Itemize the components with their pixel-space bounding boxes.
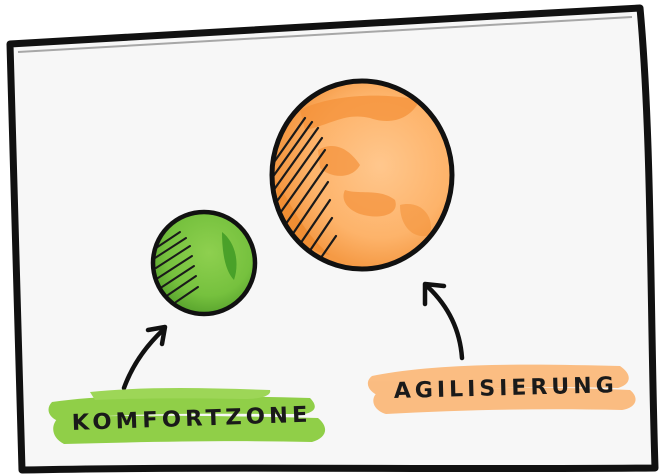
agilisierung-circle xyxy=(272,81,452,269)
komfortzone-circle xyxy=(153,212,255,314)
